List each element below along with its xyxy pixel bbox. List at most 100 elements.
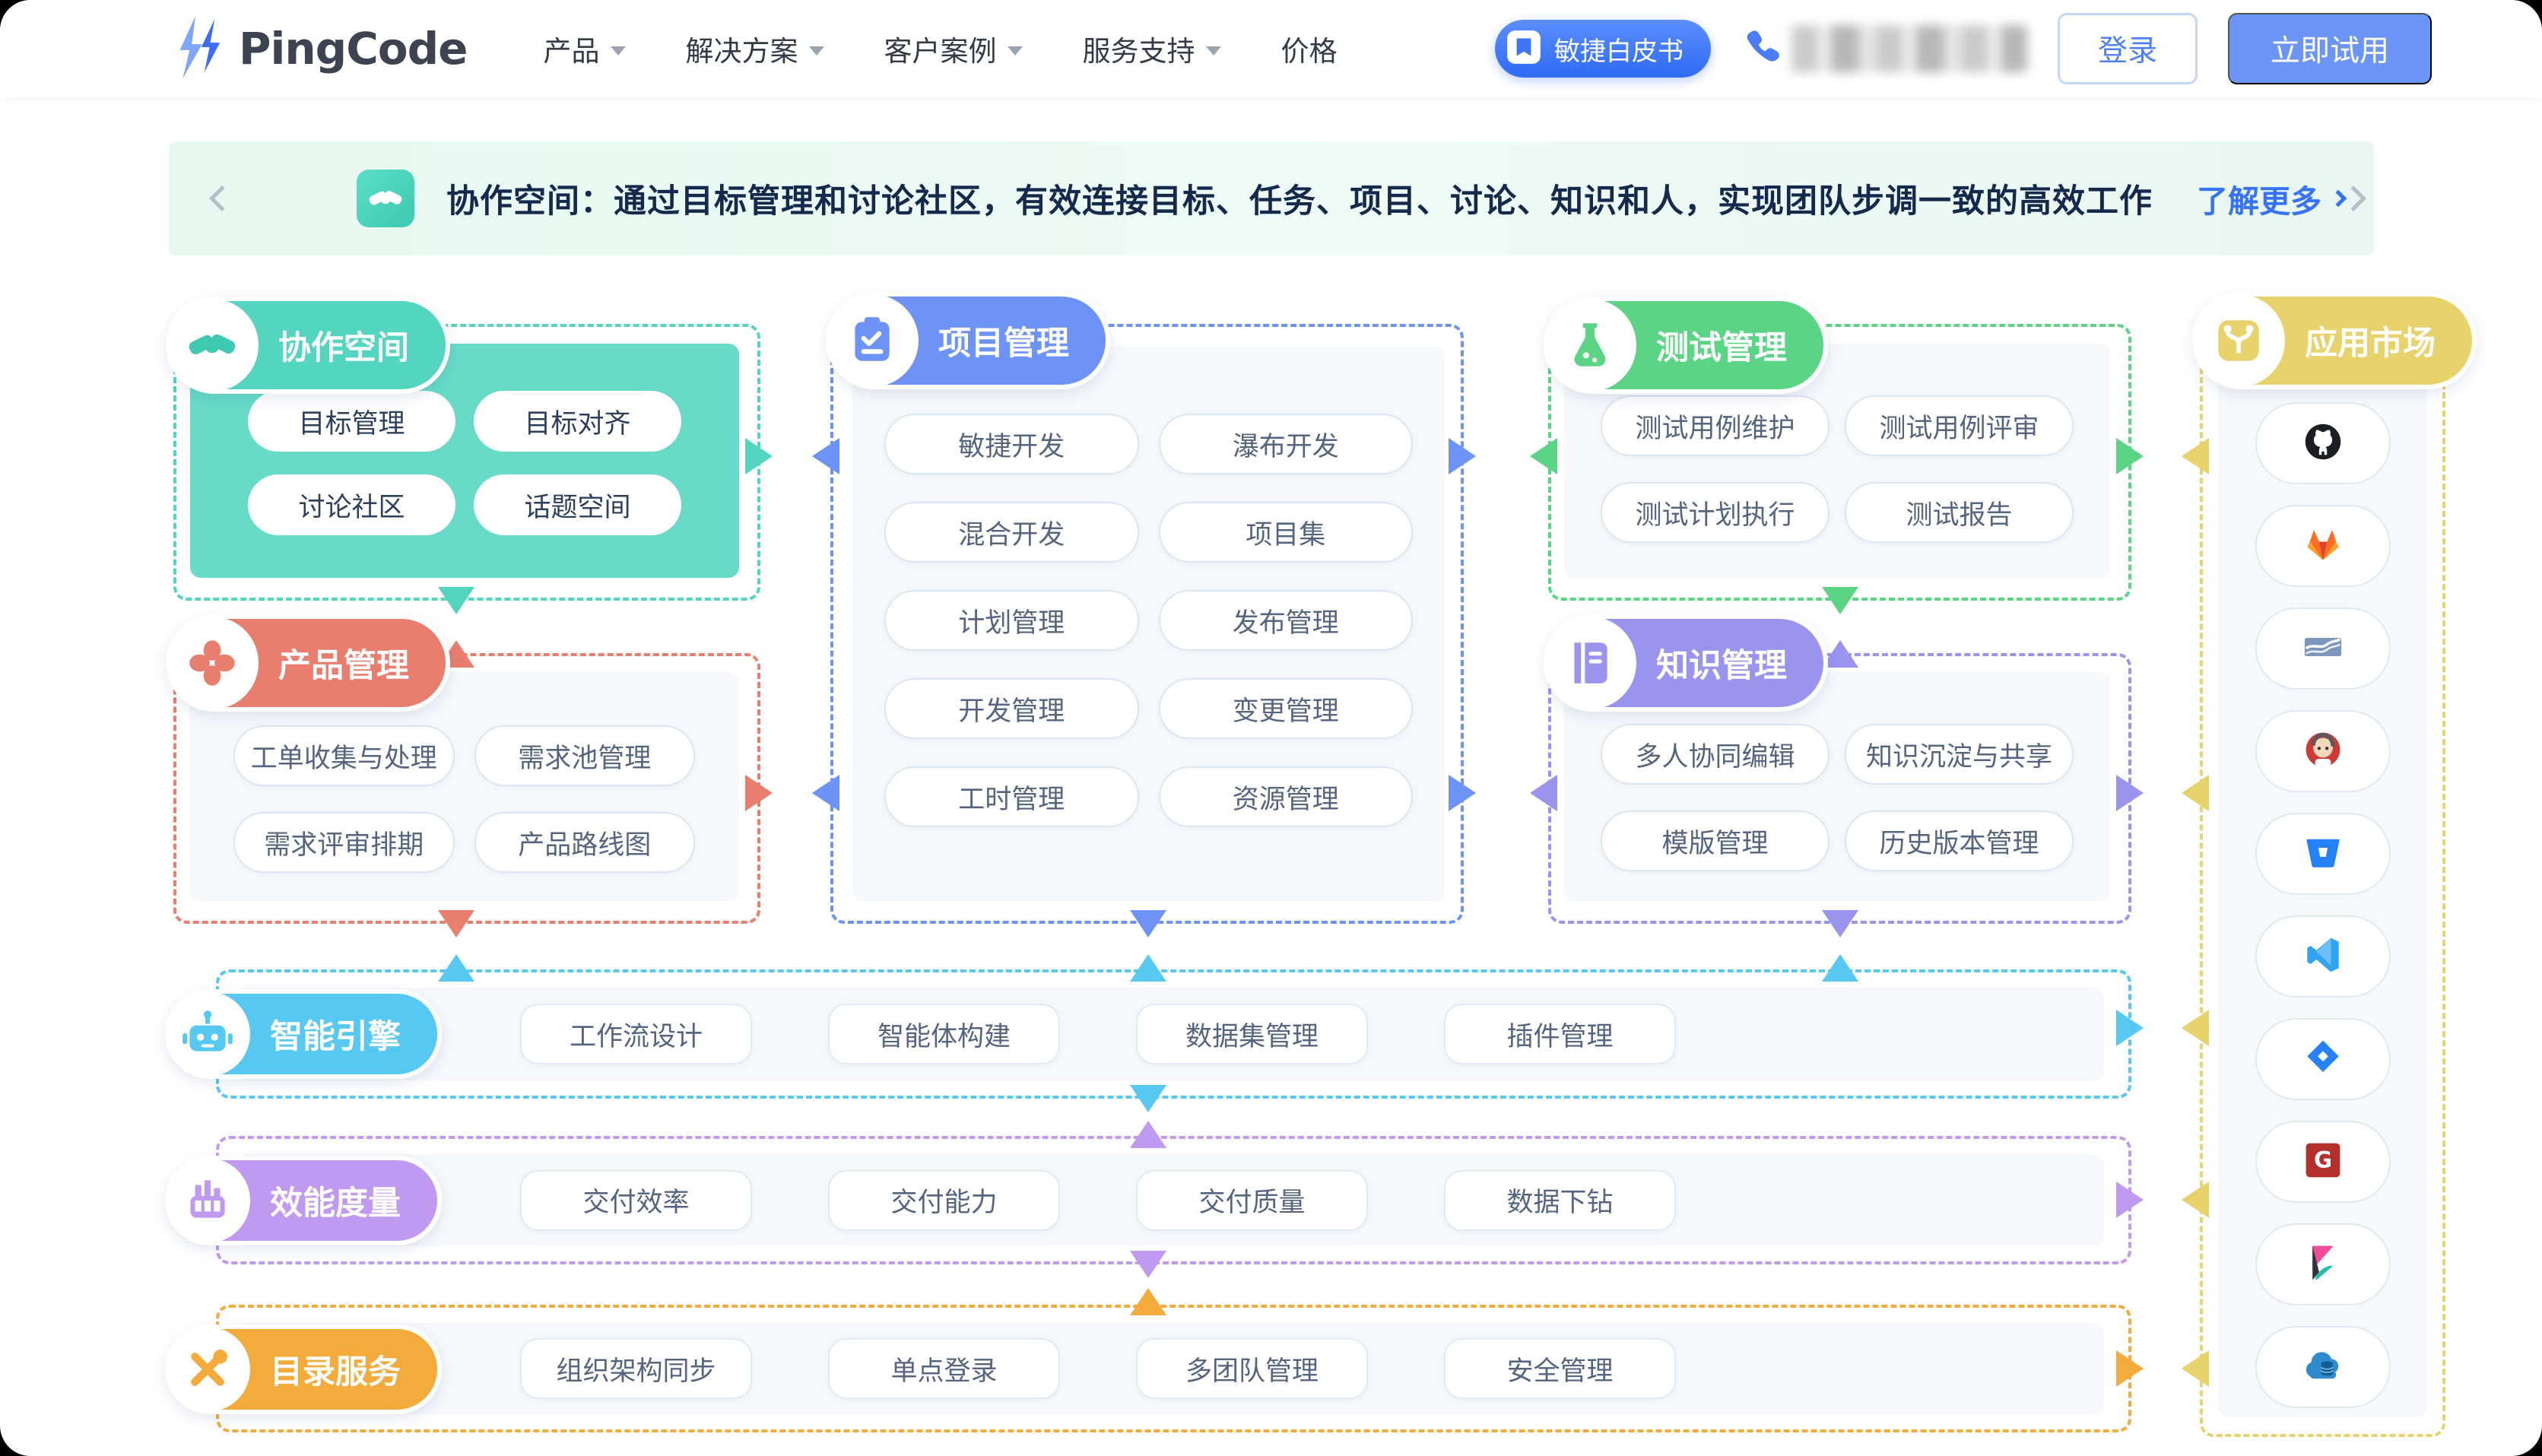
flow-arrow xyxy=(812,775,839,811)
section-header-ai[interactable]: 智能引擎 xyxy=(165,989,442,1079)
flow-arrow xyxy=(1130,910,1166,937)
app-pill[interactable] xyxy=(2255,915,2391,998)
section-header-product[interactable]: 产品管理 xyxy=(166,614,450,712)
feature-pill[interactable]: 插件管理 xyxy=(1444,1004,1676,1064)
try-now-button[interactable]: 立即试用 xyxy=(2228,13,2432,84)
feature-pill[interactable]: 智能体构建 xyxy=(828,1004,1060,1064)
whitepaper-badge[interactable]: 敏捷白皮书 xyxy=(1495,20,1711,78)
feature-pill[interactable]: 开发管理 xyxy=(884,678,1139,739)
app-pill[interactable]: G xyxy=(2255,1121,2391,1203)
feature-pill[interactable]: 多团队管理 xyxy=(1136,1338,1368,1399)
feature-pill[interactable]: 目标对齐 xyxy=(474,391,681,452)
clipboard-icon xyxy=(826,294,919,387)
feature-pill[interactable]: 发布管理 xyxy=(1158,590,1413,651)
feature-pill[interactable]: 计划管理 xyxy=(884,590,1139,651)
chevron-down-icon xyxy=(1008,46,1023,56)
flow-arrow xyxy=(1822,587,1858,614)
flow-arrow xyxy=(2116,1182,2144,1218)
flow-arrow xyxy=(438,587,474,614)
feature-pill[interactable]: 变更管理 xyxy=(1158,678,1413,739)
section-header-directory[interactable]: 目录服务 xyxy=(165,1324,442,1414)
feature-pill[interactable]: 数据下钻 xyxy=(1444,1169,1676,1231)
feature-pill[interactable]: 测试报告 xyxy=(1845,482,2074,543)
feature-pill[interactable]: 项目集 xyxy=(1158,502,1413,563)
section-product-box: 工单收集与处理 需求池管理 需求评审排期 产品路线图 xyxy=(173,653,760,924)
banner-prev-icon[interactable] xyxy=(209,186,235,211)
phone-number xyxy=(1741,25,2027,72)
svg-text:G: G xyxy=(2313,1147,2331,1172)
handshake-icon xyxy=(357,170,414,227)
feature-pill[interactable]: 讨论社区 xyxy=(248,474,455,535)
navbar: PingCode 产品 解决方案 客户案例 服务支持 价格 敏捷白皮书 登录 xyxy=(0,0,2542,97)
feature-pill[interactable]: 瀑布开发 xyxy=(1158,414,1413,474)
flow-arrow xyxy=(1449,438,1476,474)
app-pill[interactable] xyxy=(2255,1018,2391,1100)
feature-pill[interactable]: 交付效率 xyxy=(520,1169,752,1231)
flow-arrow xyxy=(2116,438,2144,474)
menu-item-customers[interactable]: 客户案例 xyxy=(884,28,1023,69)
section-header-knowledge[interactable]: 知识管理 xyxy=(1544,614,1828,712)
app-pill[interactable] xyxy=(2255,813,2391,895)
feature-pill[interactable]: 单点登录 xyxy=(828,1338,1060,1399)
feature-pill[interactable]: 工作流设计 xyxy=(520,1004,752,1064)
feature-pill[interactable]: 数据集管理 xyxy=(1136,1004,1368,1064)
app-pill[interactable] xyxy=(2255,607,2391,690)
flow-arrow xyxy=(2116,1010,2144,1046)
section-knowledge-box: 多人协同编辑 知识沉淀与共享 模版管理 历史版本管理 xyxy=(1548,653,2131,924)
app-pill[interactable] xyxy=(2255,1326,2391,1408)
app-pill[interactable] xyxy=(2255,505,2391,587)
clover-icon xyxy=(166,617,259,709)
jira-icon xyxy=(2299,1034,2347,1084)
logo-text: PingCode xyxy=(239,23,468,75)
flow-arrow xyxy=(745,775,773,811)
feature-pill[interactable]: 历史版本管理 xyxy=(1845,810,2074,871)
feature-pill[interactable]: 工时管理 xyxy=(884,766,1139,827)
menu-item-support[interactable]: 服务支持 xyxy=(1082,28,1222,69)
feature-pill[interactable]: 敏捷开发 xyxy=(884,414,1139,474)
feature-pill[interactable]: 交付质量 xyxy=(1136,1169,1368,1231)
menu-item-products[interactable]: 产品 xyxy=(543,28,627,69)
feature-pill[interactable]: 测试用例维护 xyxy=(1601,395,1830,456)
section-header-marketplace[interactable]: 应用市场 xyxy=(2192,292,2477,389)
section-header-collab[interactable]: 协作空间 xyxy=(166,297,450,394)
section-header-project[interactable]: 项目管理 xyxy=(826,292,1110,389)
login-button[interactable]: 登录 xyxy=(2058,13,2198,84)
tools-icon xyxy=(165,1327,250,1412)
feature-pill[interactable]: 目标管理 xyxy=(248,391,455,452)
feature-pill[interactable]: 工单收集与处理 xyxy=(233,725,455,786)
feature-pill[interactable]: 组织架构同步 xyxy=(520,1338,752,1399)
pingcode-logo[interactable]: PingCode xyxy=(169,14,468,83)
menu-item-pricing[interactable]: 价格 xyxy=(1281,35,1338,68)
flow-arrow xyxy=(2116,775,2144,811)
feature-pill[interactable]: 安全管理 xyxy=(1444,1338,1676,1399)
feature-pill[interactable]: 模版管理 xyxy=(1601,810,1830,871)
feature-pill[interactable]: 产品路线图 xyxy=(474,812,695,873)
feature-pill[interactable]: 需求池管理 xyxy=(474,725,695,786)
directory-inner: 组织架构同步 单点登录 多团队管理 安全管理 xyxy=(235,1323,2104,1414)
app-pill[interactable] xyxy=(2255,402,2391,484)
metrics-inner: 交付效率 交付能力 交付质量 数据下钻 xyxy=(235,1154,2104,1246)
section-marketplace-box: G xyxy=(2200,324,2445,1437)
feature-pill[interactable]: 交付能力 xyxy=(828,1169,1060,1231)
app-pill[interactable] xyxy=(2255,1223,2391,1305)
feature-pill[interactable]: 资源管理 xyxy=(1158,766,1413,827)
feature-pill[interactable]: 测试用例评审 xyxy=(1845,395,2074,456)
menu-item-solutions[interactable]: 解决方案 xyxy=(685,28,825,69)
learn-more-link[interactable]: 了解更多 xyxy=(2197,176,2347,221)
flow-arrow xyxy=(745,438,773,474)
handshake-icon xyxy=(166,299,259,392)
section-ai-box: 工作流设计 智能体构建 数据集管理 插件管理 xyxy=(216,969,2131,1099)
feature-pill[interactable]: 话题空间 xyxy=(474,474,681,535)
navbar-right: 敏捷白皮书 登录 立即试用 xyxy=(1495,13,2432,84)
banner-next-icon[interactable] xyxy=(2340,186,2366,211)
feature-pill[interactable]: 知识沉淀与共享 xyxy=(1845,724,2074,785)
app-pill[interactable] xyxy=(2255,710,2391,792)
section-header-metrics[interactable]: 效能度量 xyxy=(165,1156,442,1245)
knowledge-inner: 多人协同编辑 知识沉淀与共享 模版管理 历史版本管理 xyxy=(1564,672,2110,902)
feature-pill[interactable]: 混合开发 xyxy=(884,502,1139,563)
section-header-test[interactable]: 测试管理 xyxy=(1544,297,1828,394)
feature-pill[interactable]: 测试计划执行 xyxy=(1601,482,1830,543)
project-inner: 敏捷开发 瀑布开发 混合开发 项目集 计划管理 发布管理 开发管理 变更管理 工… xyxy=(852,347,1445,902)
feature-pill[interactable]: 多人协同编辑 xyxy=(1601,724,1830,785)
feature-pill[interactable]: 需求评审排期 xyxy=(233,812,455,873)
